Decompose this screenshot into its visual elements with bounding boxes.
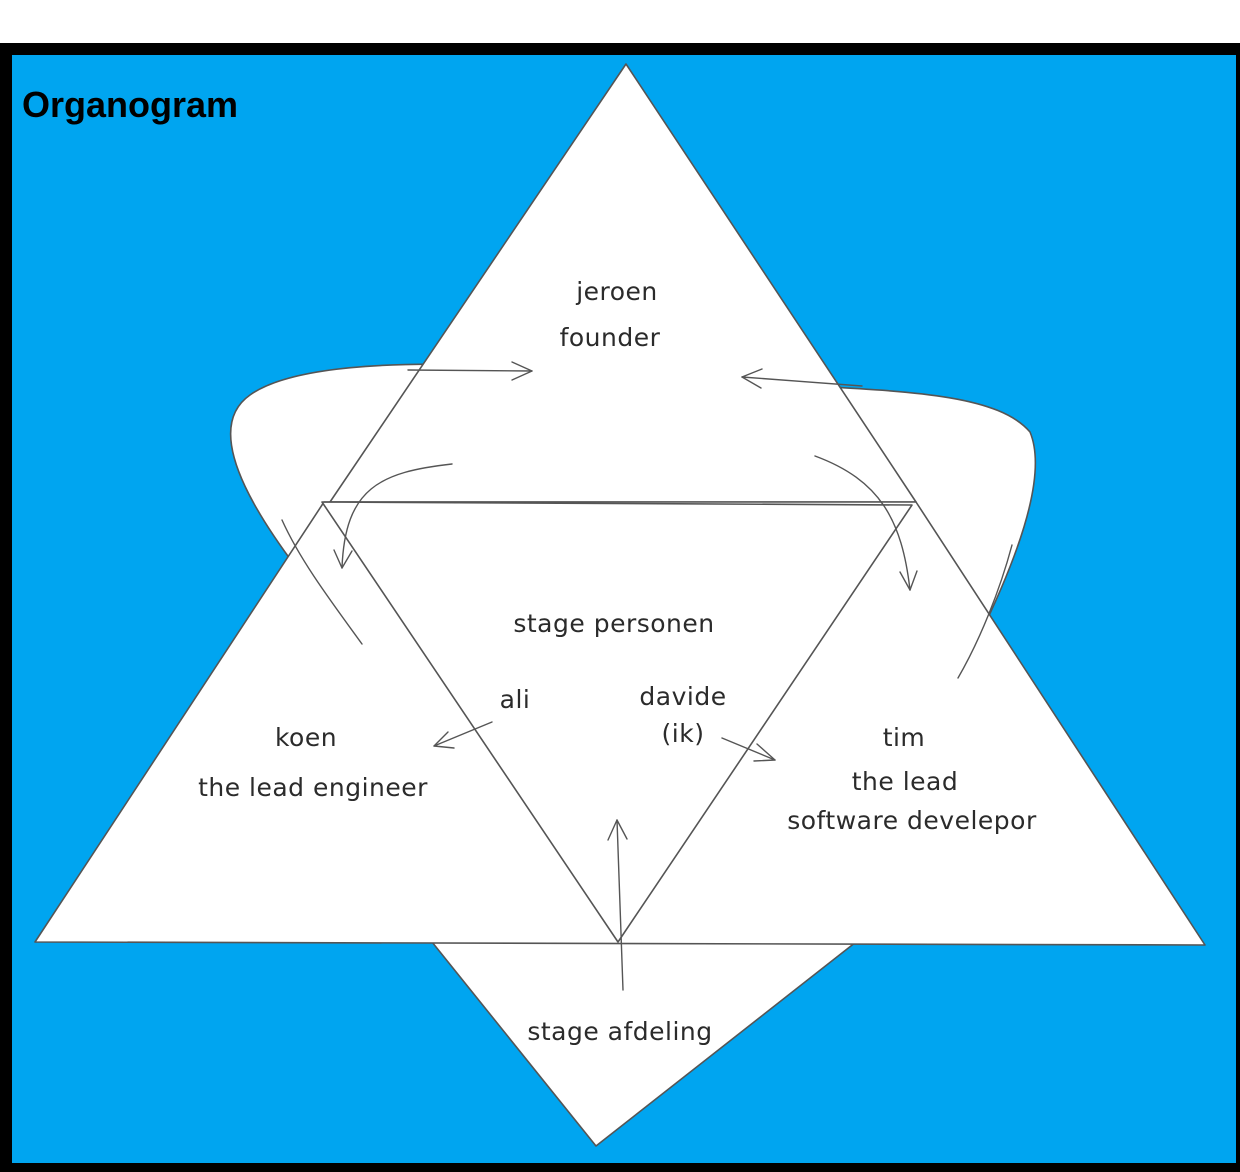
developer-name: tim bbox=[883, 723, 926, 752]
arrow-tim-to-jeroen bbox=[741, 368, 863, 389]
loop-edge-right bbox=[957, 544, 1013, 679]
arrow-afdeling-to-personen bbox=[607, 819, 628, 991]
arrow-ali-to-koen bbox=[433, 721, 493, 749]
arrow-jeroen-to-koen bbox=[333, 463, 453, 569]
founder-name: jeroen bbox=[575, 277, 658, 306]
arrow-davide-to-tim bbox=[721, 737, 776, 762]
founder-role: founder bbox=[560, 323, 661, 352]
engineer-name: koen bbox=[275, 723, 337, 752]
loop-edge-left bbox=[281, 519, 363, 645]
developer-role-line1: the lead bbox=[852, 767, 959, 796]
engineer-role: the lead engineer bbox=[198, 773, 428, 802]
arrow-jeroen-to-tim bbox=[814, 455, 918, 591]
intern-ali: ali bbox=[500, 685, 531, 714]
stage-personen-title: stage personen bbox=[513, 609, 714, 638]
intern-davide: davide bbox=[639, 682, 726, 711]
page-title: Organogram bbox=[22, 84, 238, 125]
stage-personen-triangle bbox=[321, 501, 913, 943]
stage-afdeling-label: stage afdeling bbox=[527, 1017, 712, 1046]
intern-davide-note: (ik) bbox=[662, 719, 705, 748]
arrow-koen-to-jeroen bbox=[407, 361, 533, 381]
developer-role-line2: software develepor bbox=[787, 806, 1037, 835]
